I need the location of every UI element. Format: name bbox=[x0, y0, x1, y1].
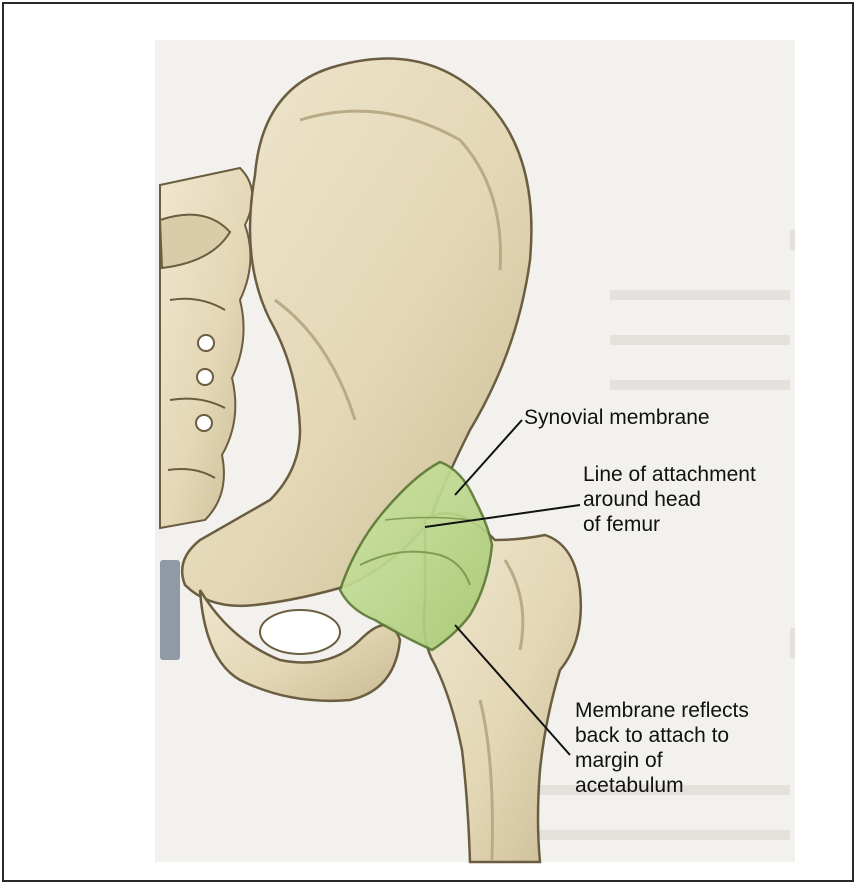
label-reflect-1: Membrane reflects bbox=[575, 698, 749, 723]
label-line-1: Line of attachment bbox=[583, 462, 756, 487]
label-line-2: around head bbox=[583, 487, 756, 512]
label-reflect-4: acetabulum bbox=[575, 773, 749, 798]
label-synovial-membrane: Synovial membrane bbox=[524, 405, 710, 430]
label-reflect-2: back to attach to bbox=[575, 723, 749, 748]
spine-bar bbox=[160, 560, 180, 660]
label-line-of-attachment: Line of attachment around head of femur bbox=[583, 462, 756, 537]
label-reflect-3: margin of bbox=[575, 748, 749, 773]
label-membrane-reflects: Membrane reflects back to attach to marg… bbox=[575, 698, 749, 798]
label-line-3: of femur bbox=[583, 512, 756, 537]
